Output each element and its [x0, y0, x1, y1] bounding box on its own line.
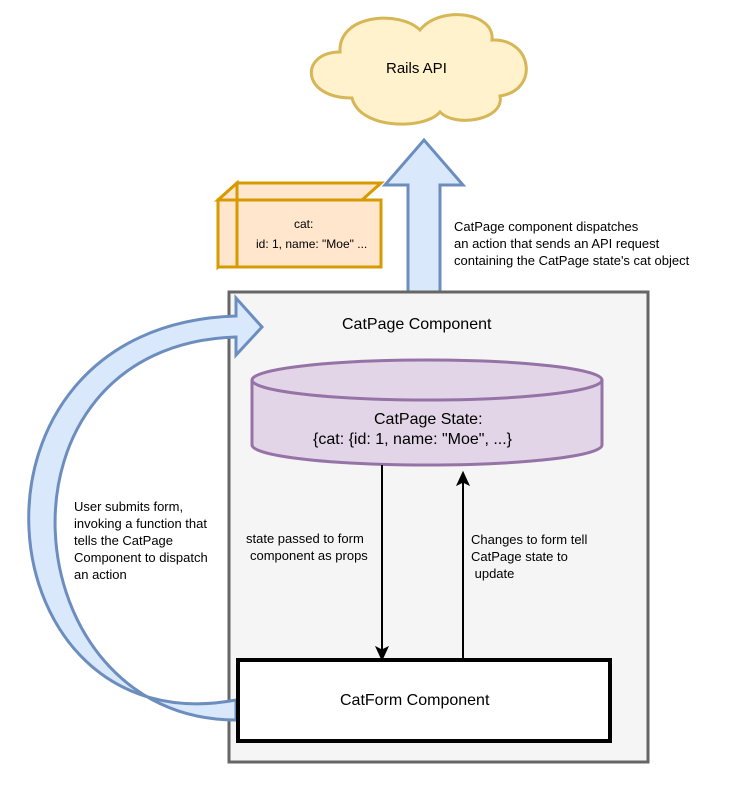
submit-note-line-4: Component to dispatch	[74, 550, 208, 565]
api-request-arrow	[381, 137, 467, 294]
catpage-state-line-1: CatPage State:	[374, 411, 483, 428]
update-note-line-3: update	[471, 566, 515, 581]
submit-note-line-1: User submits form,	[74, 499, 184, 514]
catpage-state-cylinder[interactable]	[250, 358, 604, 467]
props-note-line-2: component as props	[250, 548, 368, 563]
rails-api-cloud[interactable]	[310, 13, 528, 126]
update-note-line-1: Changes to form tell	[471, 532, 588, 547]
catform-component-label: CatForm Component	[340, 692, 490, 709]
update-note-line-2: CatPage state to	[471, 549, 568, 564]
catpage-component-label: CatPage Component	[342, 316, 492, 333]
payload-cube[interactable]	[214, 179, 385, 271]
props-down-arrowhead	[374, 645, 390, 662]
submit-note-line-5: an action	[74, 567, 127, 582]
payload-line-1: cat:	[294, 217, 314, 231]
catpage-state-line-2: {cat: {id: 1, name: "Moe", ...}	[313, 431, 513, 448]
update-up-arrowhead	[455, 470, 471, 487]
payload-line-2: id: 1, name: "Moe" ...	[256, 237, 368, 251]
dispatch-note-line-1: CatPage component dispatches	[454, 219, 639, 234]
catform-component-box[interactable]	[236, 658, 612, 743]
props-note-line-1: state passed to form	[246, 531, 364, 546]
submit-note-line-2: invoking a function that	[74, 516, 207, 531]
dispatch-note-line-2: an action that sends an API request	[454, 236, 660, 251]
rails-api-label: Rails API	[386, 60, 447, 77]
submit-note-line-3: tells the CatPage	[74, 533, 174, 548]
submit-curved-arrow	[27, 294, 265, 722]
dispatch-note-line-3: containing the CatPage state's cat objec…	[454, 253, 690, 268]
